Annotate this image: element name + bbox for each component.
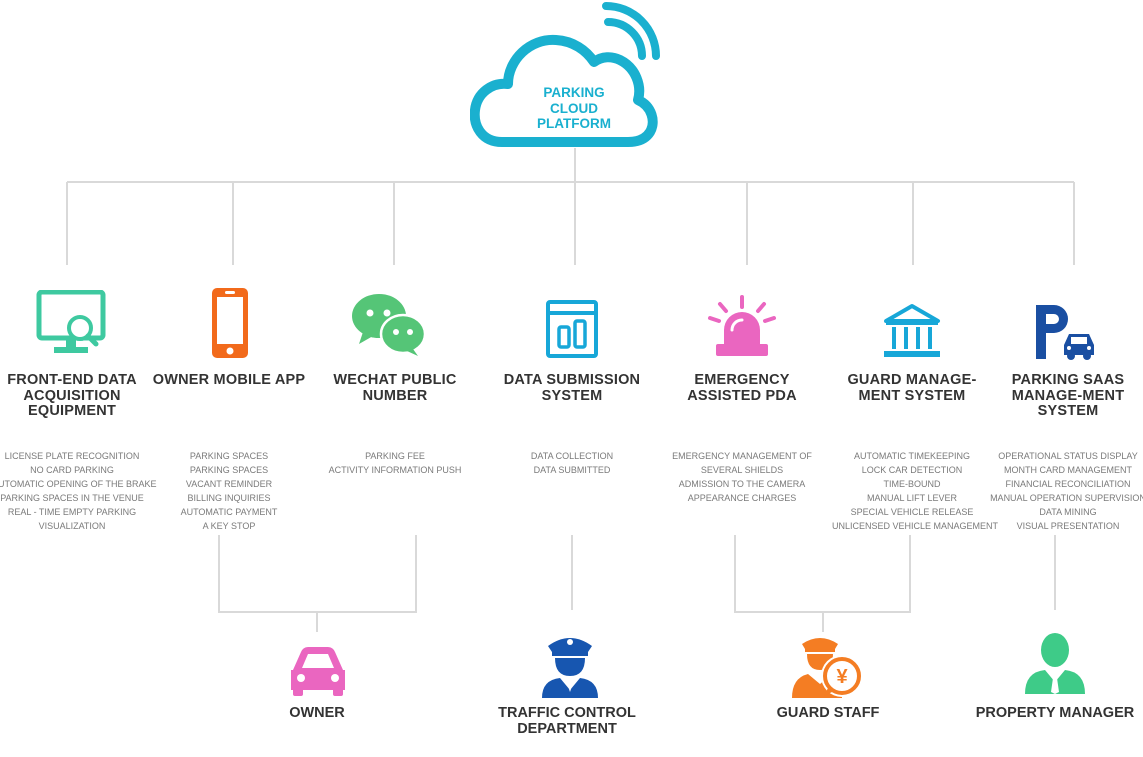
list-item: DATA MINING [1039,507,1097,517]
module-items: LICENSE PLATE RECOGNITION NO CARD PARKIN… [0,449,157,533]
module-title: OWNER MOBILE APP [152,372,306,388]
platform-line: CLOUD [550,100,598,116]
list-item: SPECIAL VEHICLE RELEASE [850,507,974,517]
manager-icon [1025,633,1085,694]
module-title: FRONT-END DATA ACQUISITION EQUIPMENT [7,372,137,419]
module-title: GUARD MANAGE-MENT SYSTEM [847,372,977,404]
list-item: EMERGENCY MANAGEMENT OF [672,451,812,461]
list-item: MANUAL OPERATION SUPERVISION [990,493,1143,503]
platform-label: PARKING CLOUD PLATFORM [489,85,659,132]
list-item: VACANT REMINDER [185,479,273,489]
platform-line: PARKING [543,85,605,100]
cloud-icon [470,2,660,147]
role-title: OWNER [289,705,345,721]
data-report-icon [546,300,598,358]
list-item: PARKING SPACES [189,451,269,461]
list-item: AUTOMATIC OPENING OF THE BRAKE [0,479,157,489]
car-icon [291,647,345,696]
list-item: UNLICENSED VEHICLE MANAGEMENT [832,521,999,531]
role-title: TRAFFIC CONTROL DEPARTMENT [498,705,636,737]
platform-line: PLATFORM [537,116,611,131]
list-item: DATA COLLECTION [530,451,614,461]
list-item: TIME-BOUND [883,479,941,489]
siren-icon [708,295,776,356]
list-item: LICENSE PLATE RECOGNITION [4,451,140,461]
police-officer-icon [542,638,598,698]
module-items: PARKING FEE ACTIVITY INFORMATION PUSH [315,449,475,477]
module-items: DATA COLLECTION DATA SUBMITTED [492,449,652,477]
smartphone-icon [212,288,248,358]
wechat-icon [352,294,427,356]
list-item: ACTIVITY INFORMATION PUSH [328,465,462,475]
list-item: FINANCIAL RECONCILIATION [1005,479,1131,489]
guard-yen-icon: ¥ [792,638,863,698]
list-item: PARKING SPACES IN THE VENUE [0,493,144,503]
list-item: OPERATIONAL STATUS DISPLAY [998,451,1138,461]
list-item: MANUAL LIFT LEVER [866,493,958,503]
list-item: ADMISSION TO THE CAMERA [678,479,806,489]
list-item: AUTOMATIC PAYMENT [180,507,278,517]
list-item: NO CARD PARKING [30,465,114,475]
parking-car-icon [1036,305,1094,360]
list-item: VISUAL PRESENTATION [1016,521,1120,531]
role-title: PROPERTY MANAGER [975,705,1135,721]
list-item: REAL - TIME EMPTY PARKING [7,507,137,517]
list-item: SEVERAL SHIELDS [700,465,784,475]
module-title: DATA SUBMISSION SYSTEM [503,372,641,404]
role-title: GUARD STAFF [776,705,880,721]
module-title: WECHAT PUBLIC NUMBER [333,372,457,404]
module-items: PARKING SPACES PARKING SPACES VACANT REM… [149,449,309,533]
list-item: VISUALIZATION [38,521,106,531]
list-item: BILLING INQUIRIES [187,493,271,503]
module-title: PARKING SAAS MANAGE-MENT SYSTEM [1011,372,1125,419]
list-item: APPEARANCE CHARGES [687,493,797,503]
list-item: PARKING SPACES [189,465,269,475]
list-item: DATA SUBMITTED [533,465,611,475]
building-icon [884,304,940,357]
list-item: MONTH CARD MANAGEMENT [1004,465,1132,475]
module-items: EMERGENCY MANAGEMENT OF SEVERAL SHIELDS … [662,449,822,505]
list-item: A KEY STOP [202,521,256,531]
svg-text:¥: ¥ [836,666,848,688]
module-items: OPERATIONAL STATUS DISPLAY MONTH CARD MA… [988,449,1143,533]
list-item: AUTOMATIC TIMEKEEPING [853,451,970,461]
list-item: LOCK CAR DETECTION [861,465,963,475]
module-items: AUTOMATIC TIMEKEEPING LOCK CAR DETECTION… [832,449,999,533]
list-item: PARKING FEE [365,451,425,461]
monitor-search-icon [36,290,106,353]
module-title: EMERGENCY ASSISTED PDA [687,372,797,404]
